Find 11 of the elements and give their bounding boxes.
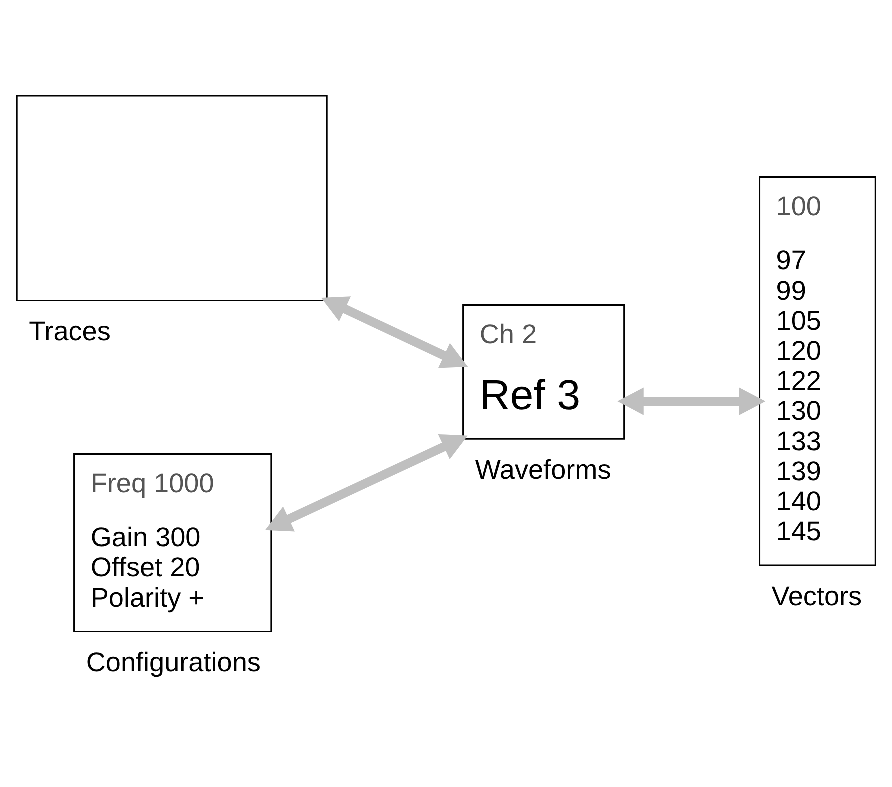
arrow bbox=[618, 387, 766, 415]
node-box: Freq 1000 Gain 300 Offset 20 Polarity + bbox=[74, 452, 272, 632]
node-label: Waveforms bbox=[475, 453, 612, 484]
node-label: Configurations bbox=[86, 646, 261, 678]
arrow bbox=[321, 296, 468, 368]
node-box bbox=[16, 94, 328, 301]
node-label: Vectors bbox=[772, 580, 862, 611]
node-box: Ch 2 Ref 3 bbox=[462, 304, 626, 440]
arrow bbox=[265, 434, 468, 532]
node-box: 100 97 99 105 120 122 130 133 139 140 145 bbox=[759, 176, 876, 566]
node-label: Traces bbox=[29, 314, 111, 346]
